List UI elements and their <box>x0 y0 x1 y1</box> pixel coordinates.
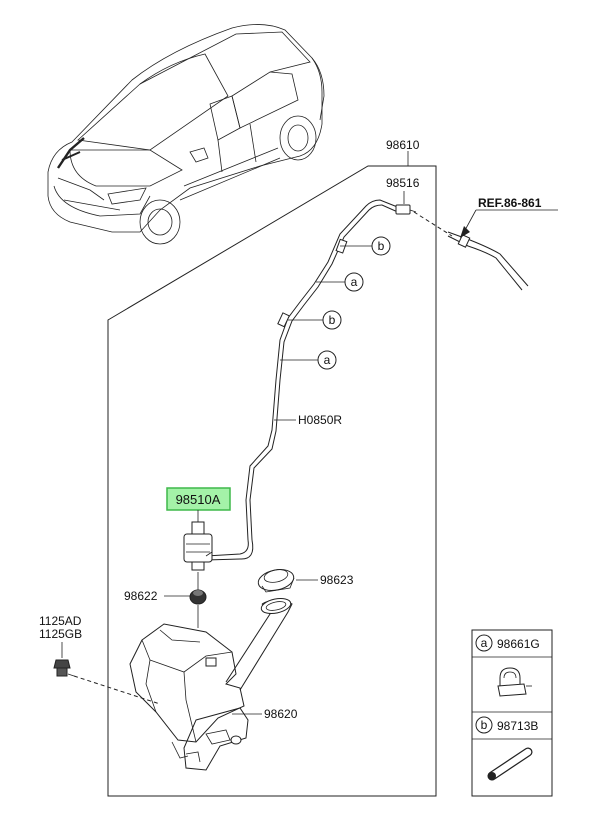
label-pump: 98510A <box>176 492 221 507</box>
bolt-part: 1125AD 1125GB <box>39 614 161 705</box>
washer-pump <box>183 521 213 571</box>
svg-text:b: b <box>329 313 336 327</box>
label-bolt-a: 1125AD <box>39 614 82 628</box>
label-grommet: 98622 <box>124 589 158 603</box>
callout-b-lower: b <box>288 310 342 330</box>
hose-label: H0850R <box>274 413 342 427</box>
callout-b-upper: b <box>340 236 391 256</box>
label-nozzle: 98516 <box>386 176 420 190</box>
svg-text:a: a <box>351 275 358 289</box>
reservoir-tank: 98620 <box>129 597 298 771</box>
svg-text:98713B: 98713B <box>497 719 538 733</box>
tube-icon <box>487 747 533 781</box>
assembly-frame: 98610 <box>107 138 437 797</box>
label-bolt-b: 1125GB <box>39 627 82 641</box>
clip-icon <box>497 667 532 697</box>
legend-box: a 98661G b 98713B <box>471 629 553 797</box>
svg-text:b: b <box>481 718 488 732</box>
label-assembly: 98610 <box>386 138 420 152</box>
vehicle-illustration <box>47 24 325 245</box>
legend-item-b: b 98713B <box>475 716 538 734</box>
legend-item-a: a 98661G <box>475 634 540 652</box>
label-reference: REF.86-861 <box>478 196 542 210</box>
label-hose: H0850R <box>298 413 342 427</box>
cap-part: 98623 <box>257 569 354 593</box>
grommet-part: 98622 <box>124 572 207 628</box>
reference-link: REF.86-861 <box>413 196 558 291</box>
nozzle-part: 98516 <box>386 176 420 215</box>
label-cap: 98623 <box>320 573 354 587</box>
callout-a-upper: a <box>316 272 364 292</box>
svg-text:a: a <box>324 353 331 367</box>
svg-text:a: a <box>481 636 488 650</box>
label-reservoir: 98620 <box>264 707 298 721</box>
washer-hose <box>205 199 401 561</box>
svg-text:98661G: 98661G <box>497 637 540 651</box>
callout-a-lower: a <box>280 350 337 370</box>
svg-text:b: b <box>378 239 385 253</box>
pump-highlight-label: 98510A <box>166 487 231 522</box>
